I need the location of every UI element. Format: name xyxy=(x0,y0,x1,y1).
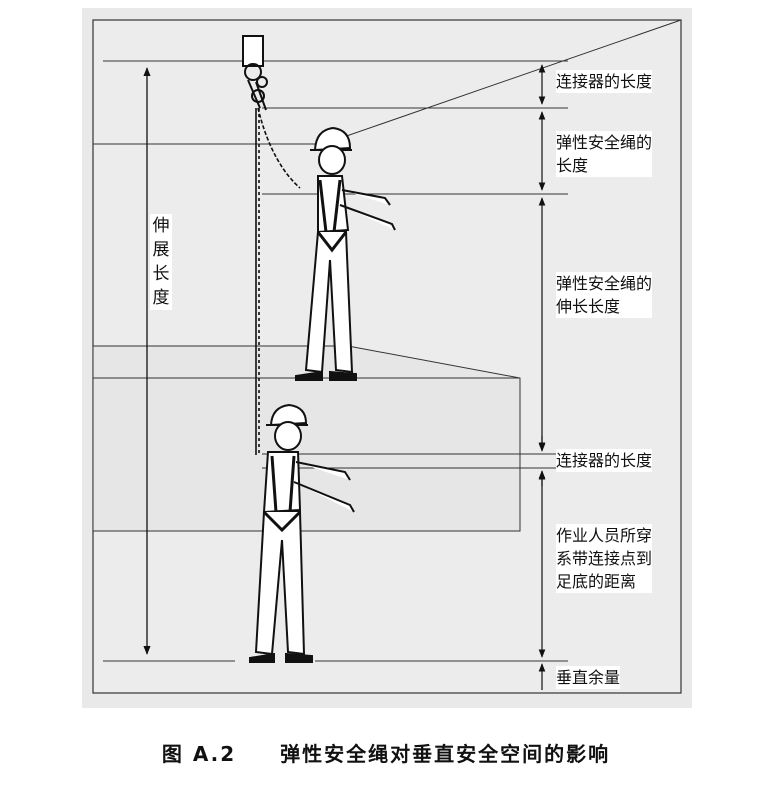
extended-length-label: 伸 展 长 度 xyxy=(150,214,172,310)
connector-length-top-label: 连接器的长度 xyxy=(556,70,653,93)
vertical-margin-label: 垂直余量 xyxy=(556,666,621,689)
figure-title: 弹性安全绳对垂直安全空间的影响 xyxy=(280,742,611,766)
harness-to-feet-label: 作业人员所穿 系带连接点到 足底的距离 xyxy=(556,524,653,593)
sight-line xyxy=(334,19,682,141)
elastic-rope-extension-label: 弹性安全绳的 伸长长度 xyxy=(556,272,653,318)
upper-worker-figure xyxy=(295,126,396,381)
connector-length-bottom-label: 连接器的长度 xyxy=(556,449,653,472)
figure-caption: 图 A.2 弹性安全绳对垂直安全空间的影响 xyxy=(0,738,772,767)
reference-lines xyxy=(93,60,568,662)
elastic-rope-length-label: 弹性安全绳的 长度 xyxy=(556,131,653,177)
lower-worker-figure xyxy=(249,403,355,663)
anchor-connector xyxy=(242,35,268,111)
lanyard-rope xyxy=(255,107,301,455)
figure-number: 图 A.2 xyxy=(161,742,237,766)
